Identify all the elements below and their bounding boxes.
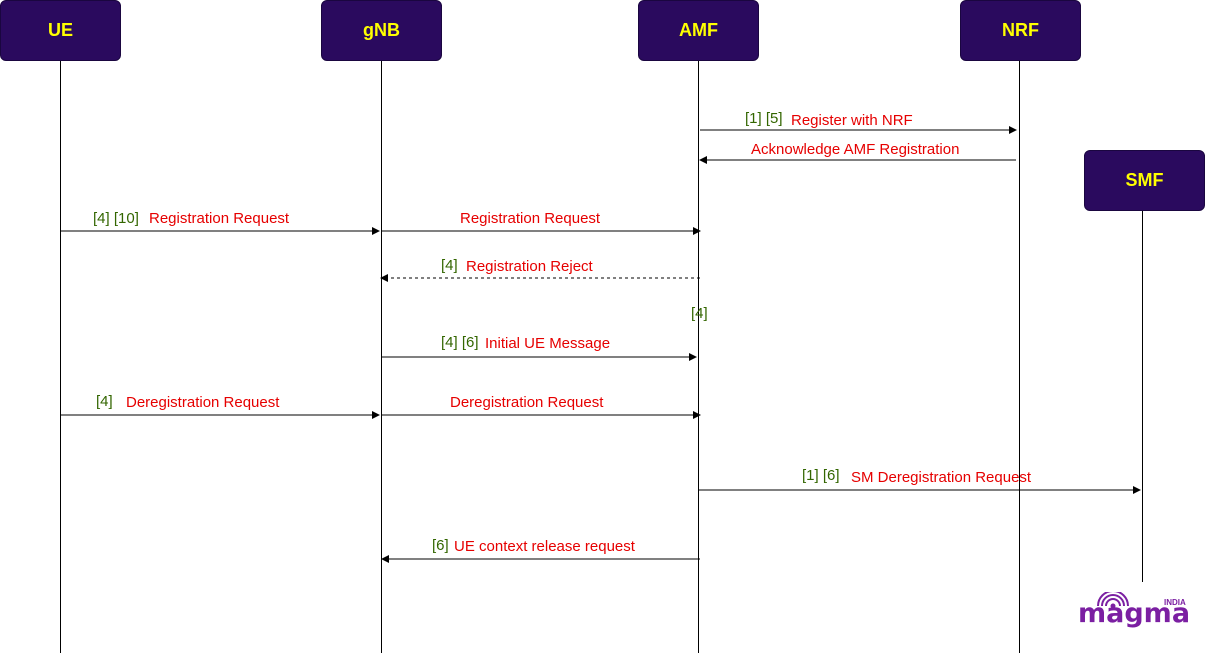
msg-11-tags: [6] bbox=[432, 537, 449, 554]
actor-amf: AMF bbox=[638, 0, 759, 61]
msg-5-tags: [4] bbox=[441, 257, 458, 274]
msg-3-text: Registration Request bbox=[149, 210, 290, 227]
msg-7-text: Initial UE Message bbox=[485, 335, 611, 352]
msg-8-text: Deregistration Request bbox=[126, 394, 280, 411]
actor-gnb: gNB bbox=[321, 0, 442, 61]
ue-lifeline bbox=[60, 60, 61, 653]
gnb-lifeline bbox=[381, 60, 382, 653]
msg-10-tags: [1] [6] bbox=[802, 467, 840, 484]
msg-1-text: Register with NRF bbox=[791, 112, 913, 129]
antenna-icon bbox=[1097, 592, 1129, 609]
msg-4-text: Registration Request bbox=[460, 210, 601, 227]
msg-2-text: Acknowledge AMF Registration bbox=[751, 141, 960, 158]
msg-6-tags: [4] bbox=[691, 305, 708, 322]
msg-7-tags: [4] [6] bbox=[441, 334, 479, 351]
actor-ue: UE bbox=[0, 0, 121, 61]
msg-8-tags: [4] bbox=[96, 393, 113, 410]
logo-wordmark: magma bbox=[1078, 598, 1191, 629]
msg-3-tags: [4] [10] bbox=[93, 210, 139, 227]
msg-5-text: Registration Reject bbox=[466, 258, 593, 275]
msg-1-tags: [1] [5] bbox=[745, 110, 783, 127]
msg-10-text: SM Deregistration Request bbox=[851, 469, 1032, 486]
smf-lifeline bbox=[1142, 210, 1143, 582]
amf-lifeline bbox=[698, 60, 699, 653]
magma-india-logo: magma INDIA bbox=[1078, 592, 1190, 640]
msg-9-text: Deregistration Request bbox=[450, 394, 604, 411]
actor-nrf: NRF bbox=[960, 0, 1081, 61]
nrf-lifeline bbox=[1019, 60, 1020, 653]
logo-subtitle: INDIA bbox=[1164, 598, 1186, 607]
msg-11-text: UE context release request bbox=[454, 538, 635, 555]
actor-smf: SMF bbox=[1084, 150, 1205, 211]
